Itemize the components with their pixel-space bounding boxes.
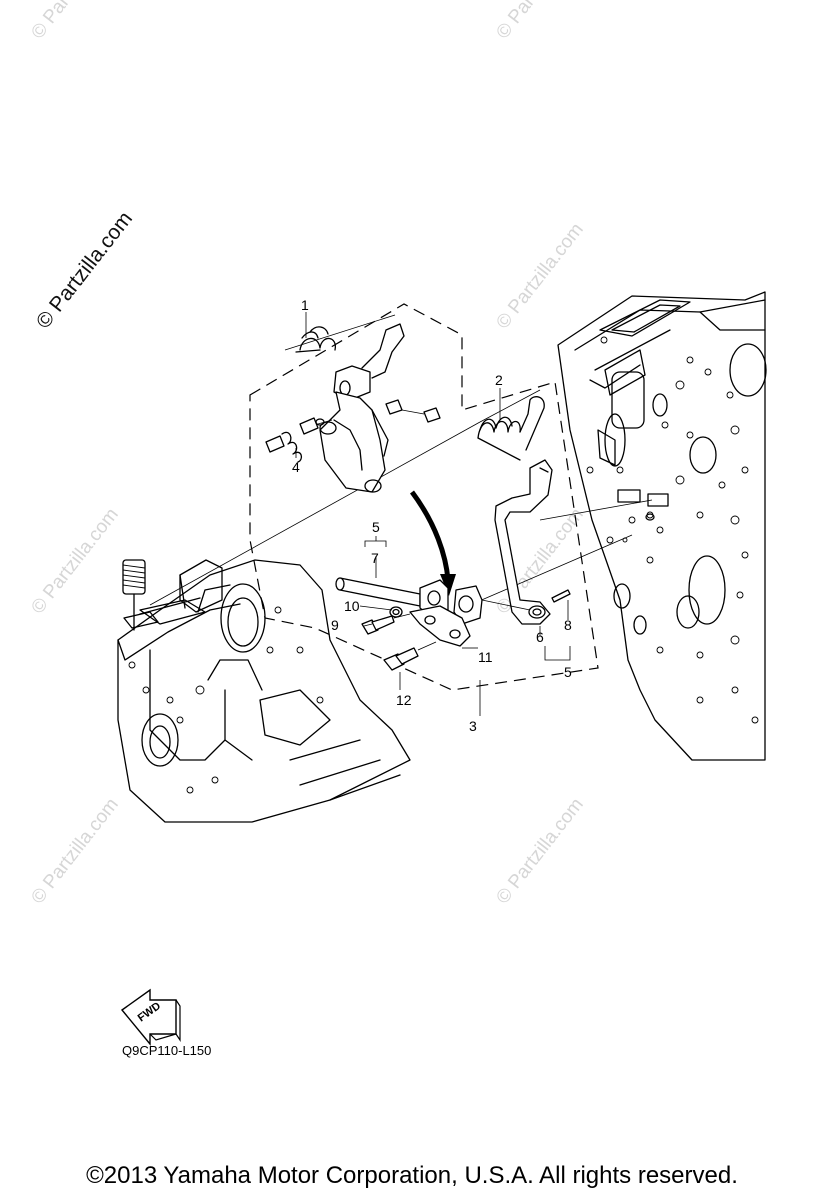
- watermark-tl: © Partzilla.com: [27, 0, 122, 43]
- callout-6: 6: [536, 629, 544, 645]
- fwd-arrow-icon: FWD: [120, 988, 181, 1046]
- callout-8: 8: [564, 617, 572, 633]
- watermark-mr: © Partzilla.com: [492, 219, 587, 333]
- watermark-ml: © Partzilla.com: [27, 504, 122, 618]
- callout-1: 1: [301, 297, 309, 313]
- callout-labels: 1 2 3 4 5 7 10 9 6 8 5 11 12: [292, 297, 572, 734]
- lower-lever-assembly: [335, 577, 531, 671]
- watermark-br: © Partzilla.com: [492, 794, 587, 908]
- engine-block: [557, 291, 767, 761]
- callout-5-right: 5: [564, 664, 572, 680]
- callout-leaders: [295, 312, 571, 716]
- watermark-tr: © Partzilla.com: [492, 0, 587, 43]
- diagram-code: Q9CP110-L150: [122, 1043, 211, 1058]
- callout-3: 3: [469, 718, 477, 734]
- assembly-arrow: [409, 490, 456, 596]
- copyright-notice: ©2013 Yamaha Motor Corporation, U.S.A. A…: [86, 1162, 738, 1189]
- callout-10: 10: [344, 598, 360, 614]
- callout-7: 7: [371, 550, 379, 566]
- watermark-grid: © Partzilla.com © Partzilla.com © Partzi…: [27, 0, 587, 908]
- watermark-bl: © Partzilla.com: [27, 794, 122, 908]
- axis-lines: [149, 314, 653, 606]
- callout-5-top: 5: [372, 519, 380, 535]
- callout-4: 4: [292, 459, 300, 475]
- callout-12: 12: [396, 692, 412, 708]
- part-1-shift-fork: [295, 323, 441, 493]
- part-6-shift-arm: [494, 459, 655, 625]
- callout-2: 2: [495, 372, 503, 388]
- part-2-return-spring: [477, 396, 545, 461]
- callout-9: 9: [331, 617, 339, 633]
- watermark-main: © Partzilla.com: [32, 207, 137, 333]
- gearcase-housing: [117, 559, 411, 823]
- assembly-3-outline: [249, 303, 599, 691]
- part-4-detent-spring: [265, 417, 333, 463]
- callout-11: 11: [478, 649, 493, 665]
